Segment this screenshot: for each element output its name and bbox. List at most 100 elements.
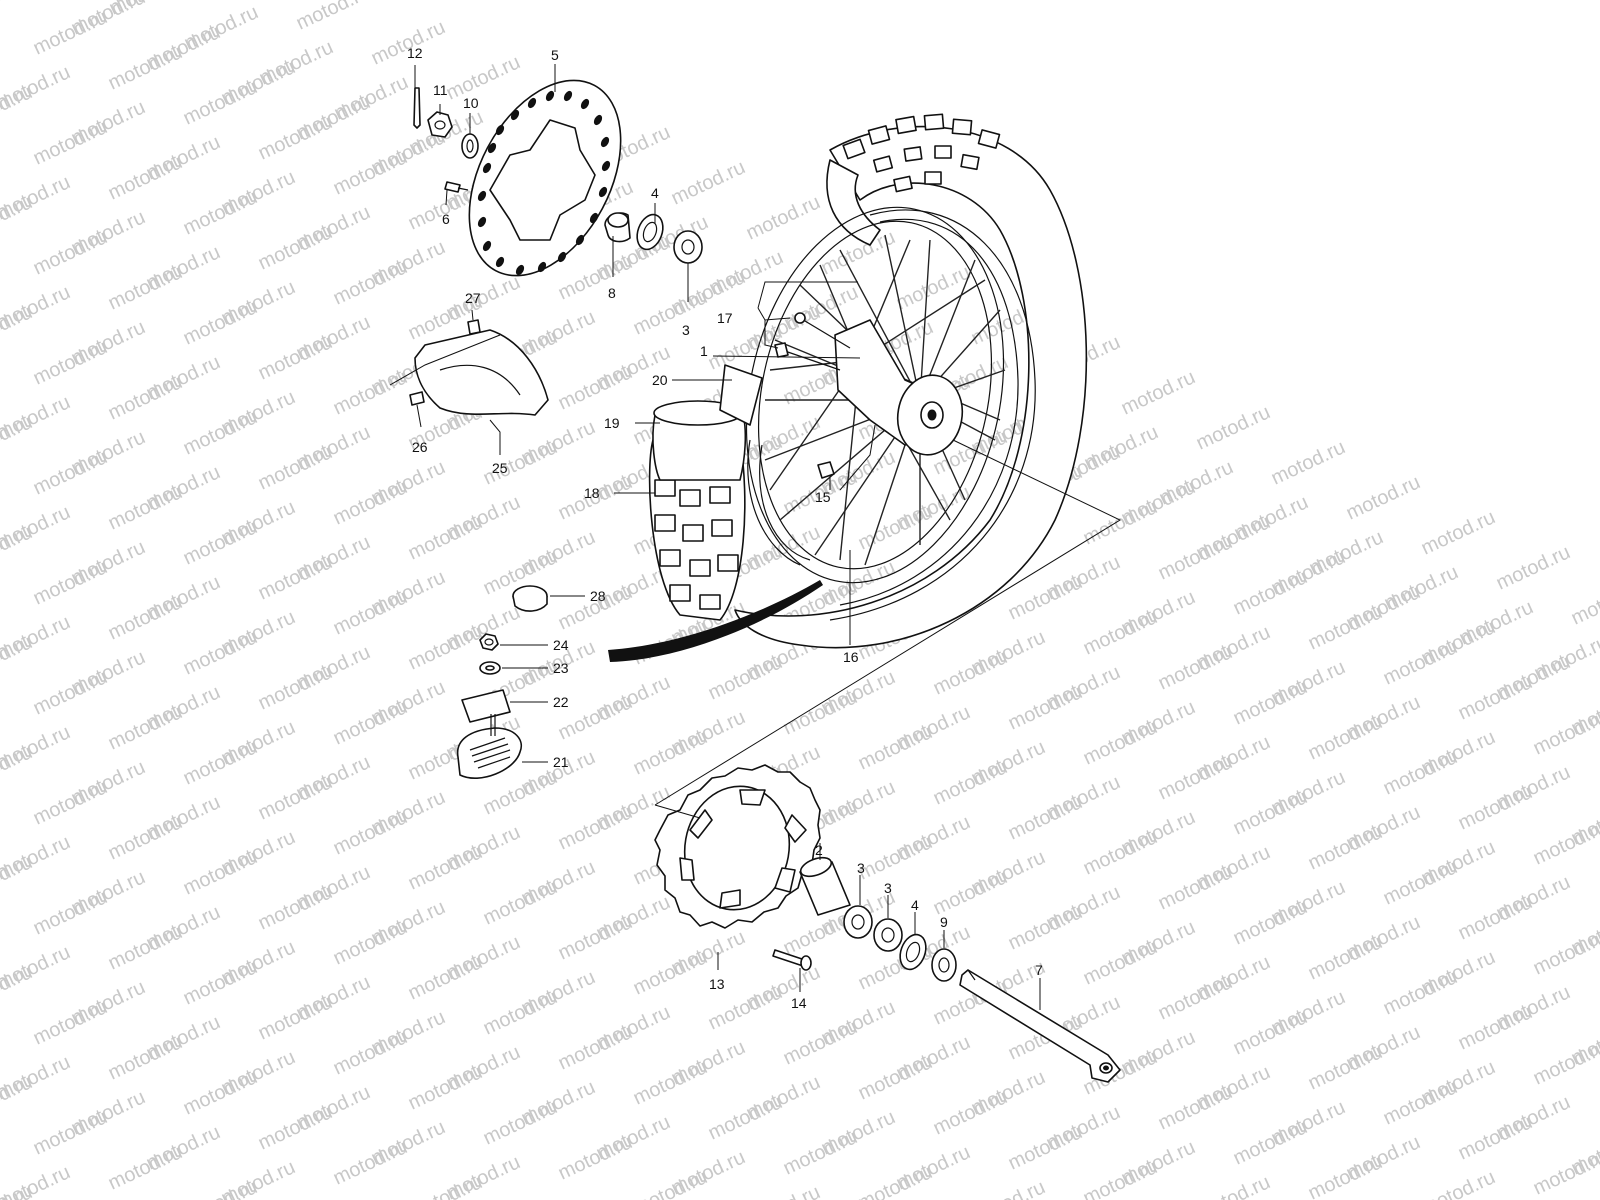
watermark-text: motod.ru bbox=[630, 726, 711, 779]
callout-10: 10 bbox=[463, 95, 479, 111]
callout-17: 17 bbox=[717, 310, 733, 326]
watermark-text: motod.ru bbox=[1230, 1006, 1311, 1059]
watermark-text: motod.ru bbox=[330, 1026, 411, 1079]
watermark-text: motod.ru bbox=[105, 921, 186, 974]
spoke-nipple-head bbox=[794, 312, 806, 324]
watermark-text: motod.ru bbox=[180, 186, 261, 239]
watermark-text: motod.ru bbox=[293, 0, 374, 35]
callout-18: 18 bbox=[584, 485, 600, 501]
callout-25: 25 bbox=[492, 460, 508, 476]
watermark-text: motod.ru bbox=[1080, 606, 1161, 659]
watermark-text: motod.ru bbox=[780, 1126, 861, 1179]
watermark-text: motod.ru bbox=[1230, 1116, 1311, 1169]
watermark-text: motod.ru bbox=[330, 1136, 411, 1189]
watermark-text: motod.ru bbox=[555, 911, 636, 964]
watermark-text: motod.ru bbox=[1455, 671, 1536, 724]
watermark-text: motod.ru bbox=[743, 191, 824, 244]
bearing-3-upper bbox=[673, 230, 703, 264]
callout-3: 3 bbox=[884, 880, 892, 896]
watermark-text: motod.ru bbox=[480, 876, 561, 929]
watermark-text: motod.ru bbox=[855, 1161, 936, 1200]
tire-section-tread bbox=[654, 479, 739, 610]
bolt-27 bbox=[467, 319, 481, 335]
callout-27: 27 bbox=[465, 290, 481, 306]
callout-3: 3 bbox=[682, 322, 690, 338]
watermark-text: motod.ru bbox=[105, 701, 186, 754]
watermark-text: motod.ru bbox=[1118, 366, 1199, 419]
callout-21: 21 bbox=[553, 754, 569, 770]
callout-28: 28 bbox=[590, 588, 606, 604]
watermark-text: motod.ru bbox=[30, 556, 111, 609]
watermark-text: motod.ru bbox=[630, 1056, 711, 1109]
leader-lines bbox=[389, 64, 1122, 1010]
callout-22: 22 bbox=[553, 694, 569, 710]
watermark-text: motod.ru bbox=[705, 1091, 786, 1144]
watermark-text: motod.ru bbox=[1268, 436, 1349, 489]
watermark-text: motod.ru bbox=[1230, 676, 1311, 729]
watermark-text: motod.ru bbox=[180, 626, 261, 679]
brake-disc-group bbox=[409, 79, 703, 416]
watermark-text: motod.ru bbox=[480, 986, 561, 1039]
callout-8: 8 bbox=[608, 285, 616, 301]
watermark-text: motod.ru bbox=[1305, 711, 1386, 764]
callout-15: 15 bbox=[815, 489, 831, 505]
callout-26: 26 bbox=[412, 439, 428, 455]
watermark-text: motod.ru bbox=[1305, 1151, 1386, 1200]
bearing-3-lower-b bbox=[873, 918, 903, 952]
watermark-text: motod.ru bbox=[1230, 786, 1311, 839]
sprocket-axle-group bbox=[654, 764, 1121, 1083]
watermark-text: motod.ru bbox=[1455, 891, 1536, 944]
watermark-text: motod.ru bbox=[405, 1061, 486, 1114]
watermark-text: motod.ru bbox=[405, 841, 486, 894]
watermark-text: motod.ru bbox=[1530, 816, 1600, 869]
tire-tread-blocks bbox=[842, 113, 1001, 193]
watermark-text: motod.ru bbox=[480, 1096, 561, 1149]
watermark-text: motod.ru bbox=[330, 806, 411, 859]
disc-guard-25 bbox=[414, 329, 549, 416]
rim-lock-ribs bbox=[469, 737, 511, 769]
watermark-text: motod.ru bbox=[105, 481, 186, 534]
watermark-text: motod.ru bbox=[1193, 401, 1274, 454]
watermark-text: motod.ru bbox=[1380, 636, 1461, 689]
watermark-text: motod.ru bbox=[1380, 1076, 1461, 1129]
watermark-text: motod.ru bbox=[330, 916, 411, 969]
sprocket-cutouts bbox=[679, 789, 807, 909]
callout-6: 6 bbox=[442, 211, 450, 227]
watermark-text: motod.ru bbox=[1305, 931, 1386, 984]
watermark-text: motod.ru bbox=[1530, 926, 1600, 979]
watermark-text: motod.ru bbox=[330, 696, 411, 749]
watermark-text: motod.ru bbox=[705, 651, 786, 704]
watermark-text: motod.ru bbox=[180, 1066, 261, 1119]
watermark-text: motod.ru bbox=[330, 366, 411, 419]
watermark-text: motod.ru bbox=[180, 516, 261, 569]
watermark-text: motod.ru bbox=[30, 446, 111, 499]
callout-20: 20 bbox=[652, 372, 668, 388]
watermark-text: motod.ru bbox=[555, 361, 636, 414]
oil-seal-4-upper bbox=[636, 213, 664, 251]
watermark-text: motod.ru bbox=[1455, 781, 1536, 834]
watermark-text: motod.ru bbox=[1530, 1146, 1600, 1199]
watermark-text: motod.ru bbox=[180, 736, 261, 789]
watermark-text: motod.ru bbox=[930, 866, 1011, 919]
cotter-pin-12 bbox=[413, 87, 421, 129]
watermark-text: motod.ru bbox=[1418, 1166, 1499, 1200]
watermark-text: motod.ru bbox=[1530, 1036, 1600, 1089]
watermark-text: motod.ru bbox=[1005, 571, 1086, 624]
watermark-text: motod.ru bbox=[1305, 601, 1386, 654]
watermark-text: motod.ru bbox=[330, 476, 411, 529]
callout-13: 13 bbox=[709, 976, 725, 992]
watermark-text: motod.ru bbox=[30, 996, 111, 1049]
watermark-text: motod.ru bbox=[368, 16, 449, 69]
bolt-26 bbox=[409, 391, 425, 406]
bearing-3-lower-a bbox=[843, 905, 873, 939]
loose-spoke bbox=[799, 317, 851, 349]
watermark-text: motod.ru bbox=[855, 831, 936, 884]
watermark-text: motod.ru bbox=[780, 686, 861, 739]
watermark-text: motod.ru bbox=[405, 511, 486, 564]
watermark-text: motod.ru bbox=[1080, 936, 1161, 989]
callout-19: 19 bbox=[604, 415, 620, 431]
watermark-text: motod.ru bbox=[1305, 821, 1386, 874]
callout-3: 3 bbox=[857, 860, 865, 876]
watermark-text: motod.ru bbox=[855, 721, 936, 774]
